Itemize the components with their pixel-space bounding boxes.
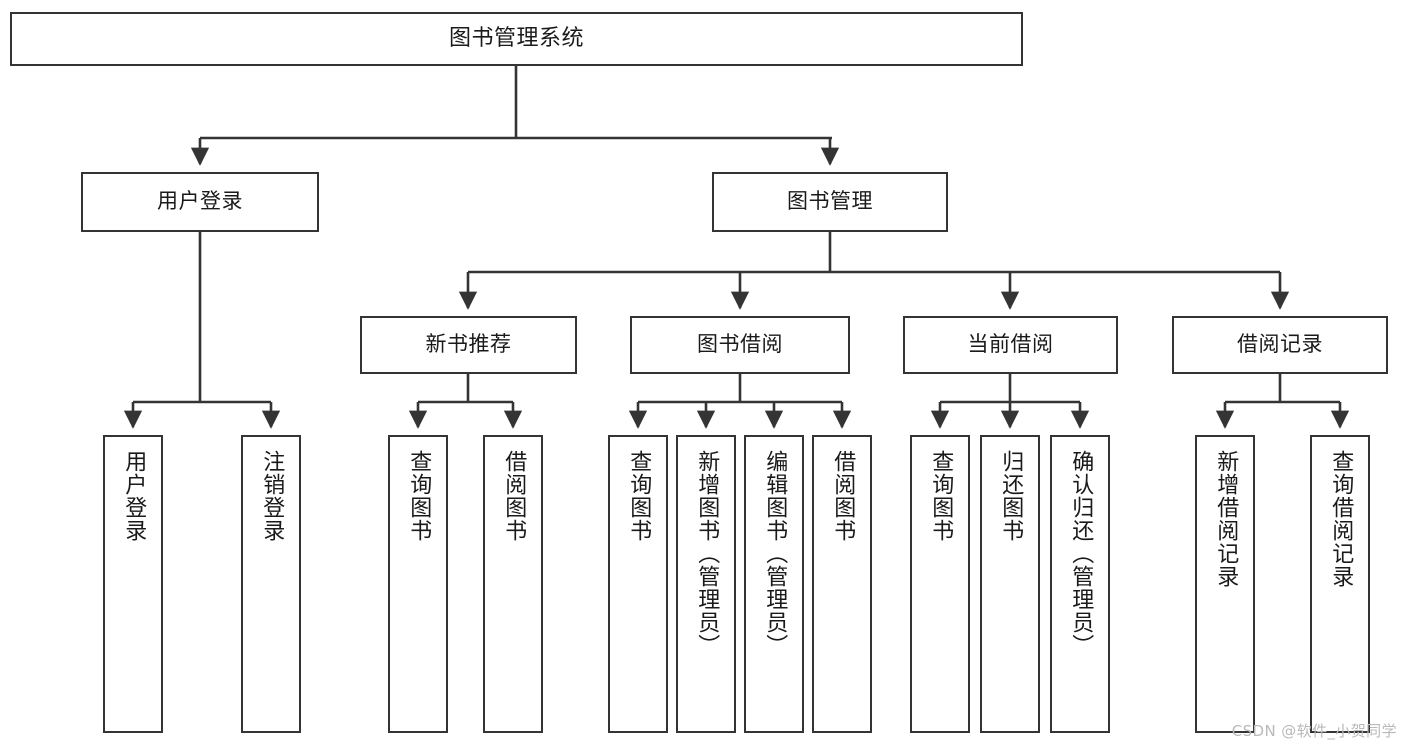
leaf-query-book-current[interactable]: 查询图书 <box>910 435 970 733</box>
leaf-query-book-borrow-label: 查询图书 <box>626 450 652 542</box>
leaf-confirm-return-admin[interactable]: 确认归还（管理员） <box>1050 435 1110 733</box>
node-borrow-record[interactable]: 借阅记录 <box>1172 316 1388 374</box>
node-user-login-label: 用户登录 <box>157 189 243 214</box>
node-new-book-recommend[interactable]: 新书推荐 <box>360 316 577 374</box>
leaf-edit-book-admin[interactable]: 编辑图书（管理员） <box>744 435 804 733</box>
leaf-query-book-recommend-label: 查询图书 <box>406 450 432 542</box>
node-current-borrow-label: 当前借阅 <box>967 332 1054 357</box>
node-book-management-label: 图书管理 <box>787 189 873 214</box>
leaf-query-borrow-record[interactable]: 查询借阅记录 <box>1310 435 1370 733</box>
leaf-add-borrow-record[interactable]: 新增借阅记录 <box>1195 435 1255 733</box>
leaf-borrow-book-recommend[interactable]: 借阅图书 <box>483 435 543 733</box>
node-borrow-record-label: 借阅记录 <box>1237 332 1323 357</box>
node-book-management[interactable]: 图书管理 <box>712 172 948 232</box>
leaf-user-login-label: 用户登录 <box>121 450 147 542</box>
leaf-query-borrow-record-label: 查询借阅记录 <box>1328 450 1354 588</box>
leaf-add-book-admin-label: 新增图书（管理员） <box>694 450 720 657</box>
leaf-logout-label: 注销登录 <box>259 450 285 542</box>
node-new-book-recommend-label: 新书推荐 <box>425 332 512 357</box>
leaf-add-borrow-record-label: 新增借阅记录 <box>1213 450 1239 588</box>
leaf-confirm-return-admin-label: 确认归还（管理员） <box>1068 450 1094 657</box>
node-book-borrow[interactable]: 图书借阅 <box>630 316 850 374</box>
leaf-borrow-book-recommend-label: 借阅图书 <box>501 450 527 542</box>
node-root-label: 图书管理系统 <box>448 25 584 51</box>
watermark: CSDN @软件_小贺同学 <box>1231 722 1397 740</box>
node-user-login[interactable]: 用户登录 <box>81 172 319 232</box>
leaf-return-book[interactable]: 归还图书 <box>980 435 1040 733</box>
leaf-edit-book-admin-label: 编辑图书（管理员） <box>762 450 788 657</box>
node-root[interactable]: 图书管理系统 <box>10 12 1023 66</box>
leaf-logout[interactable]: 注销登录 <box>241 435 301 733</box>
node-current-borrow[interactable]: 当前借阅 <box>903 316 1118 374</box>
leaf-borrow-book-label: 借阅图书 <box>830 450 856 542</box>
leaf-add-book-admin[interactable]: 新增图书（管理员） <box>676 435 736 733</box>
leaf-user-login[interactable]: 用户登录 <box>103 435 163 733</box>
leaf-query-book-borrow[interactable]: 查询图书 <box>608 435 668 733</box>
leaf-return-book-label: 归还图书 <box>998 450 1024 542</box>
leaf-query-book-current-label: 查询图书 <box>928 450 954 542</box>
node-book-borrow-label: 图书借阅 <box>697 332 783 357</box>
leaf-borrow-book[interactable]: 借阅图书 <box>812 435 872 733</box>
leaf-query-book-recommend[interactable]: 查询图书 <box>388 435 448 733</box>
